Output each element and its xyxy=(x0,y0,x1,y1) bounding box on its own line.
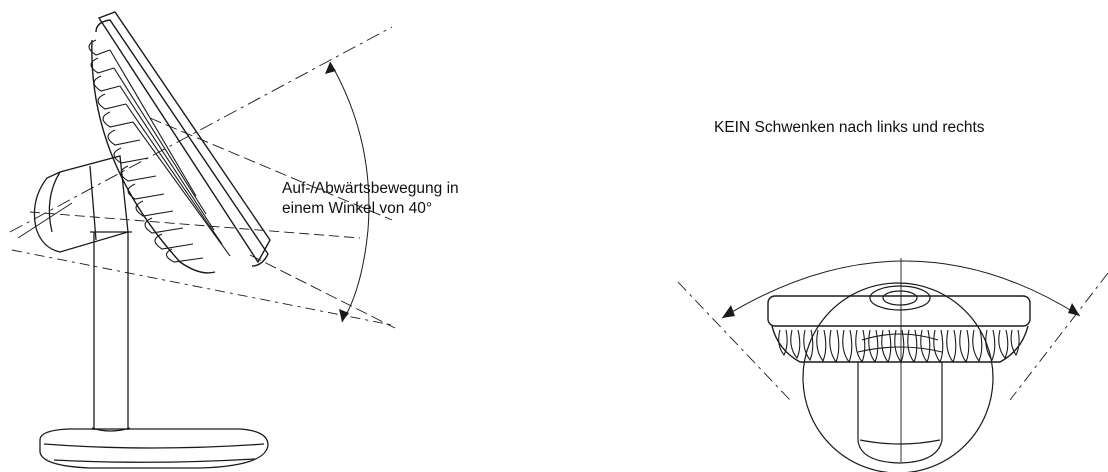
fan-motor-housing xyxy=(34,156,128,252)
tilt-upper-limit-line xyxy=(10,27,392,232)
tilt-caption: Auf-/Abwärtsbewegung in einem Winkel von… xyxy=(282,179,459,219)
tilt-arrow-up-icon xyxy=(325,62,336,74)
fan-head xyxy=(92,12,270,273)
tilt-lower-limit-line xyxy=(12,250,392,325)
swivel-caption: KEIN Schwenken nach links und rechts xyxy=(714,119,985,136)
tilt-caption-line-2: einem Winkel von 40° xyxy=(282,200,433,217)
fan-body xyxy=(768,296,1030,362)
tilt-center-line xyxy=(30,212,360,238)
swivel-arrow-left-icon xyxy=(722,305,735,318)
swivel-left-line xyxy=(678,282,790,400)
fan-neck xyxy=(870,286,930,310)
tilt-arrow-down-icon xyxy=(339,309,349,322)
fan-side-grille xyxy=(89,40,230,262)
swivel-right-line xyxy=(1010,273,1108,400)
fan-side-view xyxy=(10,12,395,468)
tilt-reference-lines xyxy=(10,27,392,325)
fan-top-view xyxy=(678,258,1108,472)
tilt-axis-line-c xyxy=(150,118,392,220)
swivel-arrow-right-icon xyxy=(1068,303,1080,316)
swivel-angle-arc xyxy=(722,261,1080,318)
fan-lower-column xyxy=(858,362,942,463)
fan-base-circle xyxy=(803,283,993,472)
fan-base xyxy=(40,429,268,468)
fan-stand xyxy=(90,232,132,431)
swivel-reference-lines xyxy=(678,273,1108,400)
tilt-axis-line-a xyxy=(18,203,72,238)
tilt-caption-line-1: Auf-/Abwärtsbewegung in xyxy=(282,180,459,197)
fan-front-grille xyxy=(779,330,1019,362)
tilt-angle-arc xyxy=(330,62,369,322)
tilt-axis-line-b xyxy=(250,255,395,328)
